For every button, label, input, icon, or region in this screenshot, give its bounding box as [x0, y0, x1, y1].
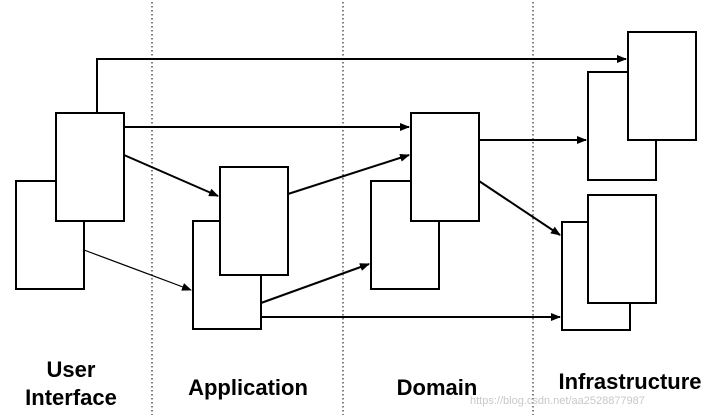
arrow-application-to-domain — [287, 153, 410, 195]
watermark-text: https://blog.csdn.net/aa2528877987 — [470, 395, 645, 407]
arrow-ui-to-infrastructure-top — [96, 55, 627, 113]
layer-label-application: Application — [188, 375, 308, 400]
infrastructure-bottom-block-front — [587, 194, 657, 304]
arrow-domain-to-infrastructure-bottom — [478, 180, 561, 236]
ui-block-front — [55, 112, 125, 222]
domain-block-front — [410, 112, 480, 222]
layer-label-domain: Domain — [396, 375, 478, 400]
arrow-ui-to-application-back — [83, 249, 192, 291]
layer-label-line: User — [46, 357, 96, 382]
arrow-application-to-domain-back — [260, 263, 370, 304]
layer-label-user-interface: User Interface — [8, 356, 134, 412]
layer-label-line: Interface — [25, 385, 117, 410]
application-block-front — [219, 166, 289, 276]
arrow-ui-to-application — [123, 154, 219, 197]
layer-label-infrastructure: Infrastructure — [558, 369, 702, 394]
infrastructure-top-block-front — [627, 31, 697, 141]
